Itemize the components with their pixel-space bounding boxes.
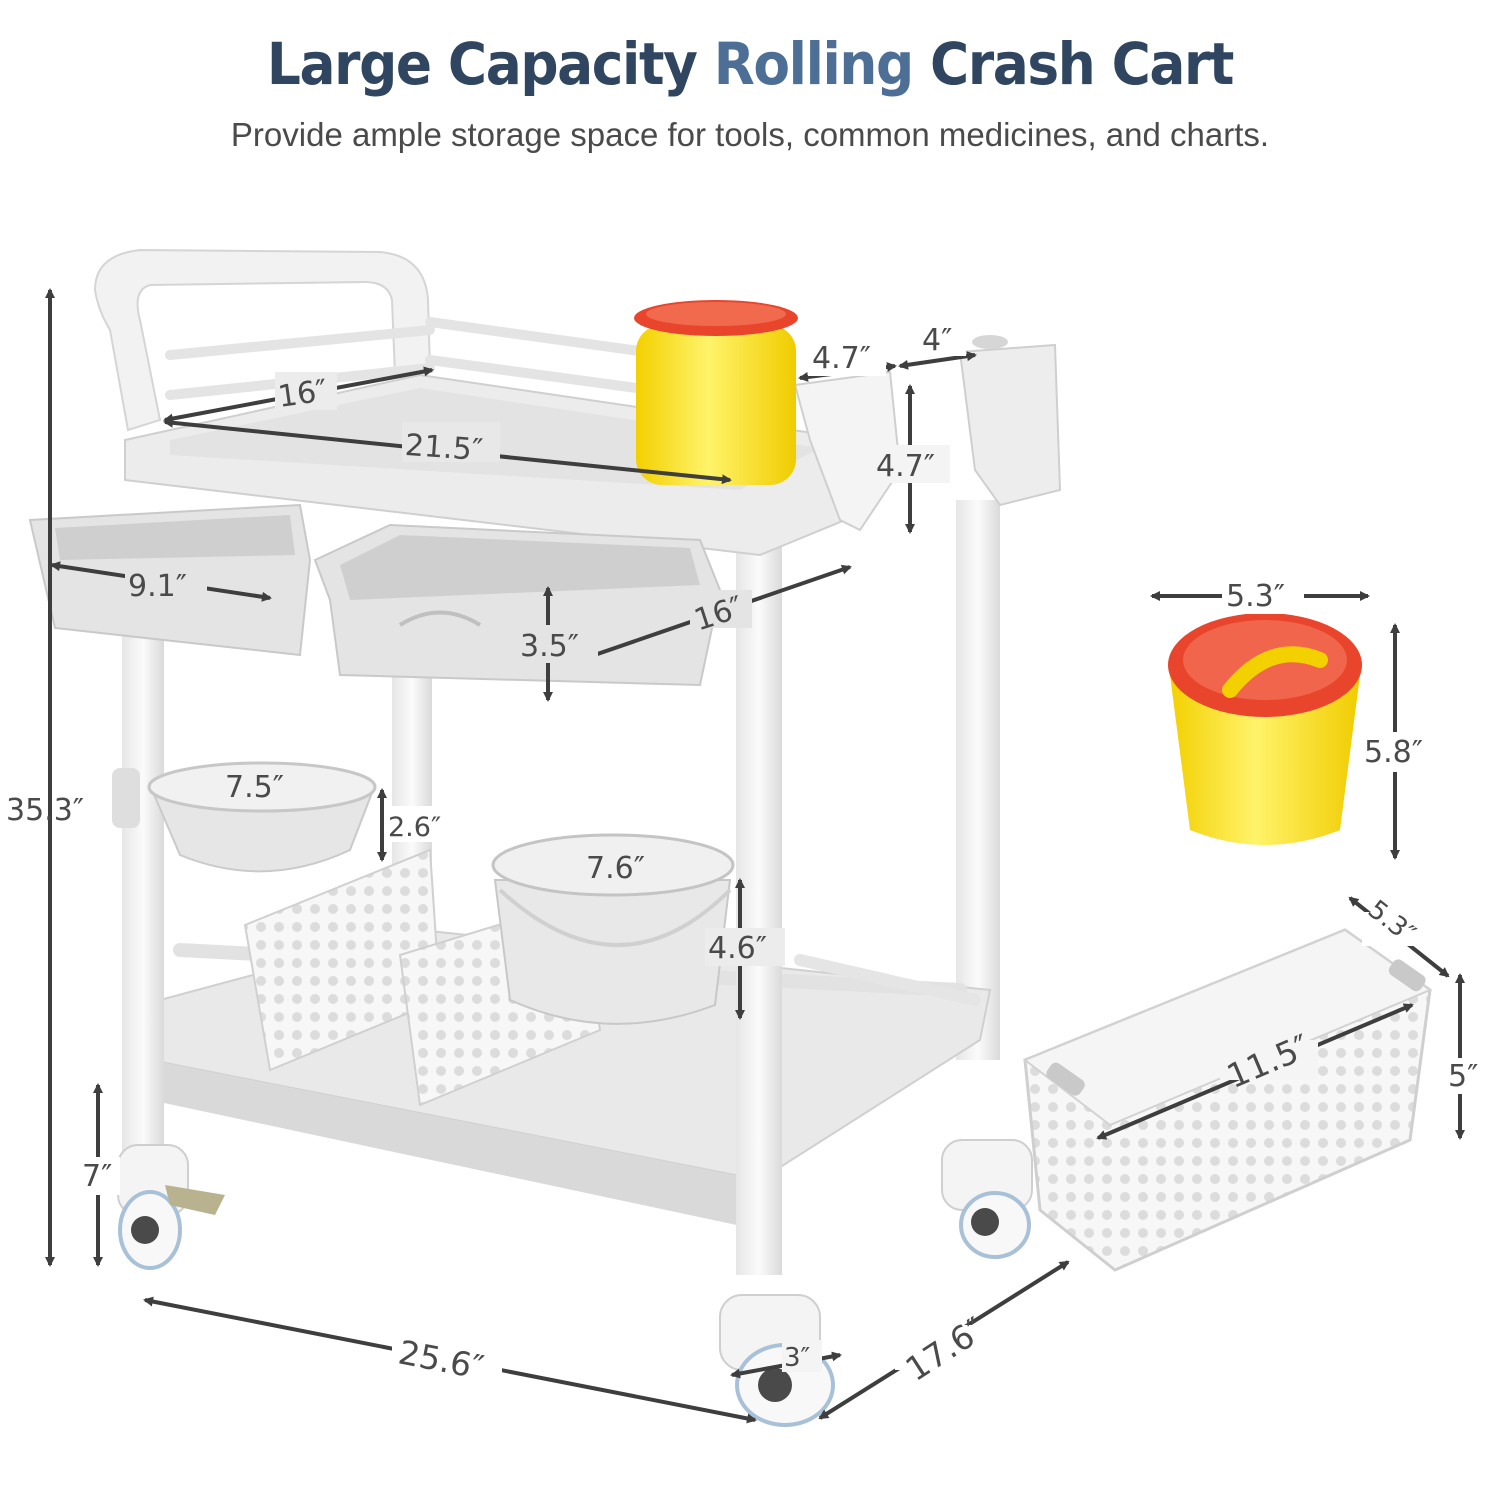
caster-back-right	[941, 1139, 1033, 1259]
title-part-3: Crash Cart	[930, 30, 1234, 98]
title-part-1: Large Capacity	[266, 30, 698, 98]
label-wheel-width: 3″	[784, 1343, 811, 1373]
back-pole-right	[956, 500, 1000, 1060]
push-handle	[93, 248, 432, 432]
label-tray-length: 21.5″	[404, 428, 484, 468]
label-basket-height: 5″	[1448, 1059, 1478, 1094]
drawer-right	[313, 523, 722, 687]
front-pole-left	[122, 620, 164, 1180]
label-drawer-height: 3.5″	[520, 629, 579, 664]
label-holder-width: 4.7″	[812, 341, 871, 376]
label-bucket-height: 4.6″	[708, 931, 767, 966]
label-holder-depth: 4″	[922, 323, 952, 358]
label-sharps-diameter: 5.3″	[1226, 579, 1285, 614]
label-drawer-width: 9.1″	[128, 569, 187, 604]
sharps-container-detail	[1168, 613, 1362, 845]
title-part-2: Rolling	[713, 30, 915, 98]
dimension-labels: 16″ 21.5″ 4.7″ 4″ 4.7″ 9.1″ 16″ 3.5″ 35.…	[6, 322, 1490, 1389]
caster-front-left	[117, 1144, 225, 1270]
holder-bracket	[793, 335, 1062, 532]
bottom-rail-right	[794, 954, 981, 1006]
sharps-container-on-cart	[634, 300, 798, 485]
basket-detail	[1023, 928, 1433, 1272]
label-sharps-height: 5.8″	[1364, 735, 1423, 770]
label-handle-width: 16″	[276, 373, 330, 415]
label-holder-height: 4.7″	[876, 449, 935, 484]
dim-line-holder-depth	[898, 351, 977, 370]
label-clearance: 7″	[82, 1159, 112, 1194]
page-title: Large Capacity Rolling Crash Cart	[60, 30, 1440, 98]
label-bucket-diameter: 7.6″	[586, 851, 645, 886]
top-rail-1	[165, 325, 435, 360]
cart	[28, 248, 1062, 1427]
label-basin-height: 2.6″	[388, 812, 441, 843]
page-subtitle: Provide ample storage space for tools, c…	[230, 116, 1270, 153]
label-basin-diameter: 7.5″	[225, 770, 284, 805]
bottom-shelf-front	[150, 1060, 760, 1230]
label-total-width: 17.6″	[899, 1309, 992, 1388]
label-total-height: 35.3″	[6, 793, 84, 828]
